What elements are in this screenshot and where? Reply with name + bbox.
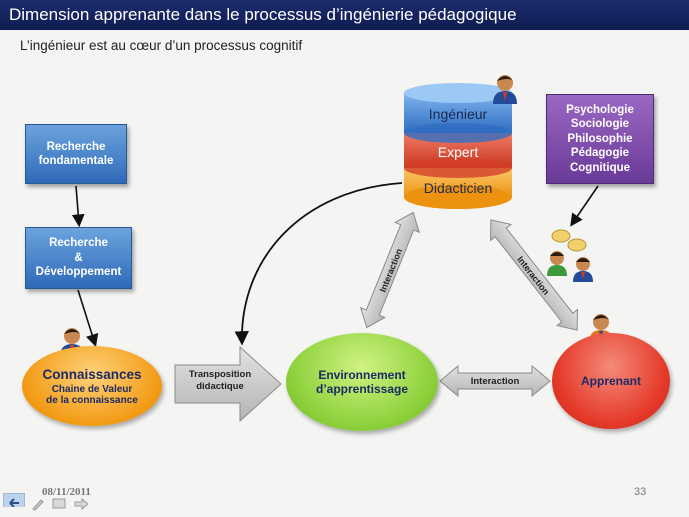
transposition-line1: Transposition [188, 369, 252, 380]
research-box: Recherche fondamentale [25, 124, 127, 184]
learner-label: Apprenant [581, 374, 641, 388]
back-arrow-icon[interactable] [3, 493, 25, 507]
interaction-arrow-right: Interaction [489, 219, 579, 331]
interaction-arrow-bottom [439, 364, 551, 398]
curved-arrow [234, 182, 403, 346]
people-group-icon [547, 229, 593, 282]
knowledge-line2: de la connaissance [46, 394, 138, 406]
connector-arrow [77, 289, 99, 348]
environment-line1: Environnement [318, 368, 406, 382]
learner-oval: Apprenant [552, 333, 670, 429]
transposition-label: Transposition didactique [180, 369, 260, 394]
interaction-bottom-label: Interaction [470, 376, 520, 387]
role-stack [404, 83, 512, 209]
knowledge-line1: Chaine de Valeur [51, 383, 133, 395]
slide-icon[interactable] [52, 497, 66, 511]
rd-box-line1: Recherche [49, 237, 108, 250]
transposition-arrow [174, 345, 282, 423]
rd-box: Recherche & Développement [25, 227, 132, 289]
person-icon [493, 75, 517, 104]
footer-date: 08/11/2011 [42, 486, 91, 498]
disciplines-box: Psychologie Sociologie Philosophie Pédag… [546, 94, 654, 184]
slide-title: Dimension apprenante dans le processus d… [0, 0, 689, 30]
connector-arrow [71, 185, 85, 228]
rd-box-line2: & [74, 251, 83, 264]
knowledge-oval: Connaissances Chaine de Valeur de la con… [22, 346, 162, 426]
research-box-line1: Recherche [46, 140, 106, 153]
rd-box-line3: Développement [35, 266, 122, 279]
pen-icon[interactable] [31, 497, 45, 511]
environment-oval: Environnement d’apprentissage [286, 333, 438, 431]
discipline-item: Cognitique [569, 161, 631, 174]
stack-middle-label: Expert [438, 144, 479, 160]
slide-subtitle: L’ingénieur est au cœur d’un processus c… [20, 38, 303, 53]
discipline-item: Pédagogie [570, 147, 630, 160]
stack-bottom-label: Didacticien [424, 180, 492, 196]
discipline-item: Philosophie [567, 132, 633, 145]
discipline-item: Sociologie [570, 118, 630, 131]
connector-arrow [570, 185, 599, 227]
knowledge-title: Connaissances [42, 366, 142, 382]
stack-top-label: Ingénieur [429, 106, 488, 122]
environment-line2: d’apprentissage [315, 382, 409, 396]
next-arrow-icon[interactable] [74, 497, 90, 511]
discipline-item: Psychologie [566, 104, 634, 117]
interaction-right-label: Interaction [515, 254, 551, 296]
transposition-line2: didactique [196, 381, 244, 393]
interaction-arrow-left: Interaction [359, 211, 421, 329]
page-number: 33 [634, 486, 647, 498]
research-box-line2: fondamentale [38, 155, 114, 167]
